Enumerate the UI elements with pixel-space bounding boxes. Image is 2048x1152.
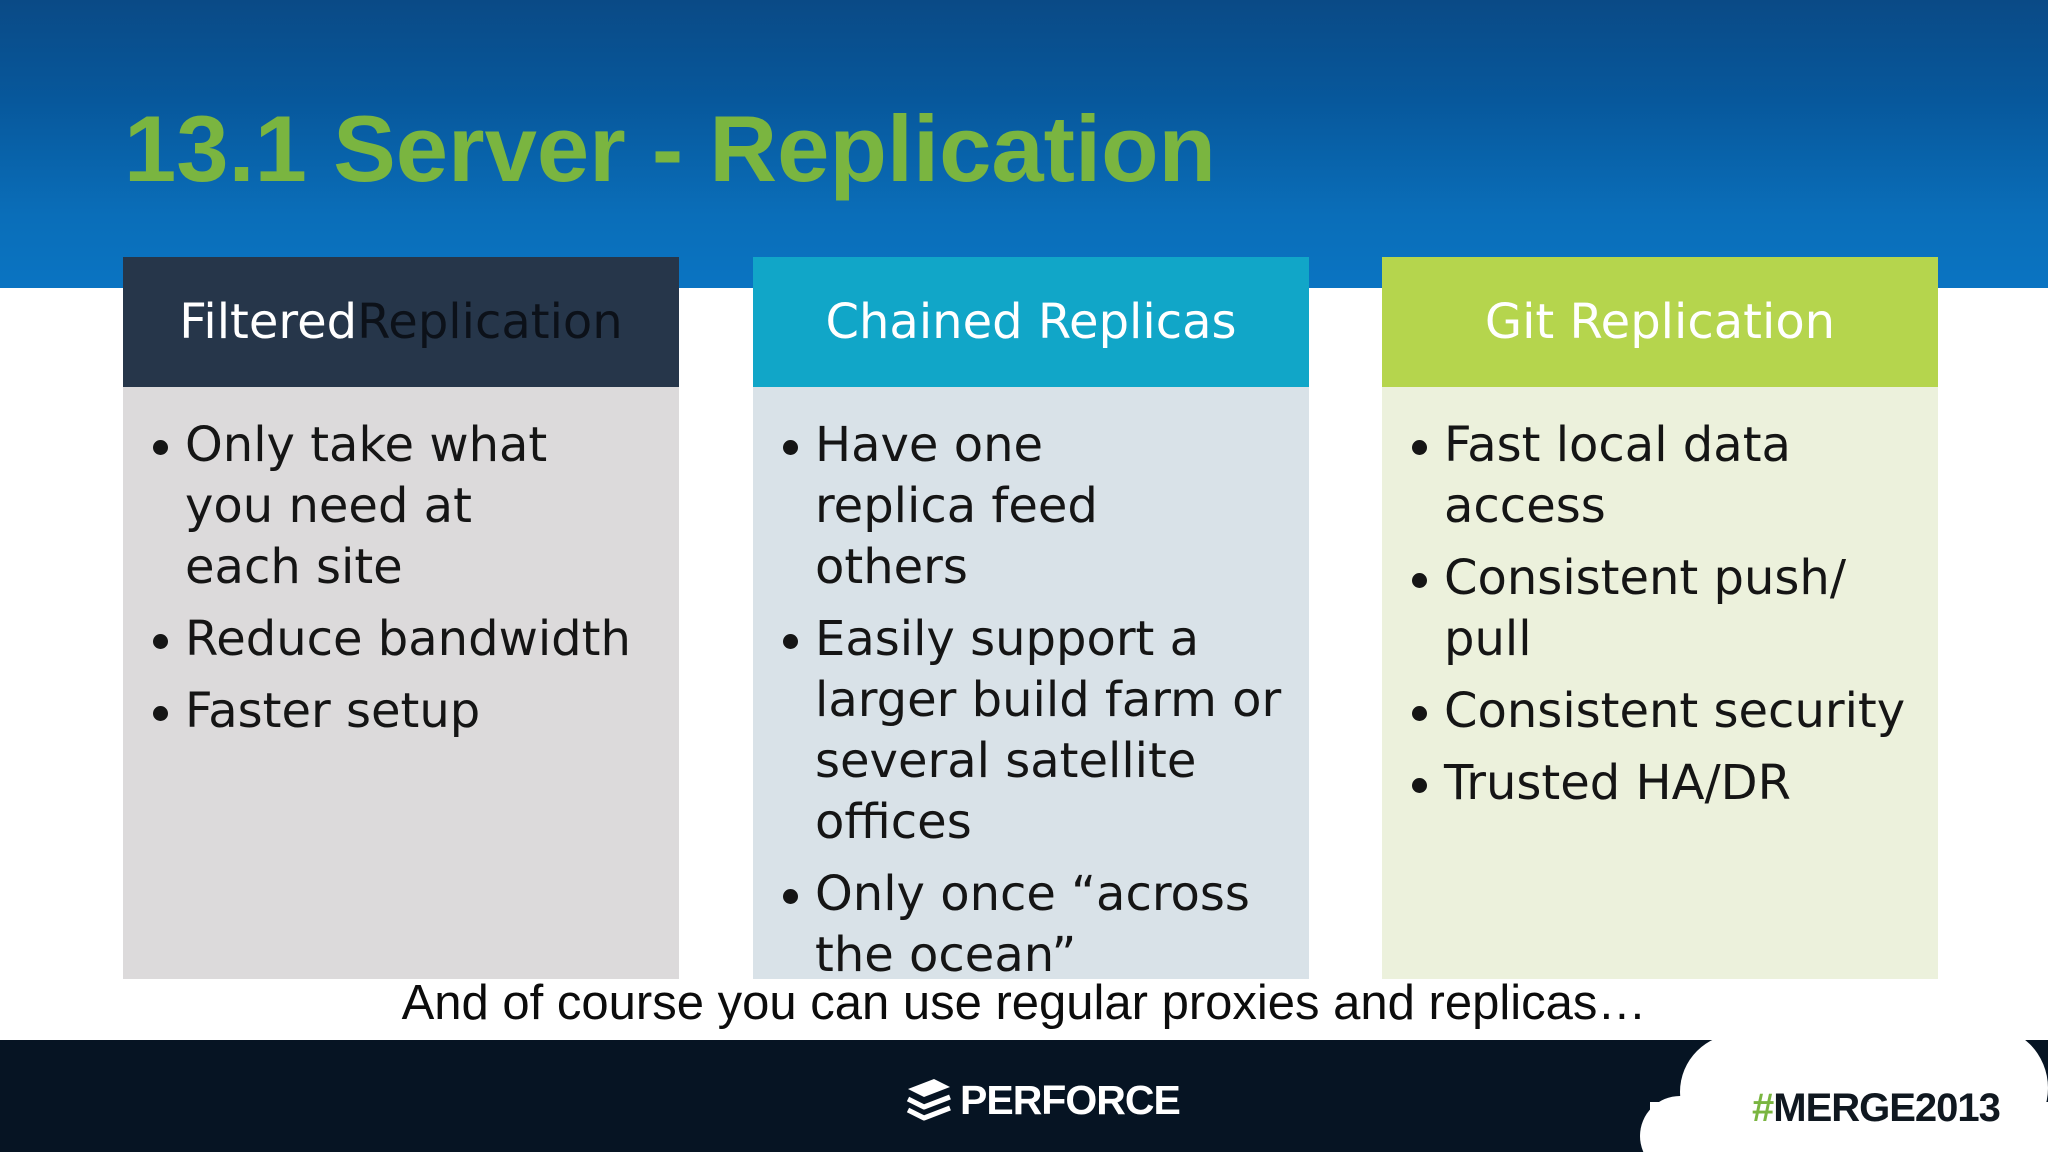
logo-text: PERFORCE [960, 1076, 1181, 1123]
bullet-item: Only once “across the ocean” [781, 864, 1275, 986]
merge2013-hashtag: #MERGE2013 [1752, 1086, 2001, 1131]
bullet-item: Have one replica feed others [781, 415, 1215, 598]
column-header-label-dark: Replication [357, 294, 623, 350]
bullet-text: Only take what you need at each site [185, 417, 548, 595]
bullet-item: Consistent push/ pull [1410, 548, 1864, 670]
bullet-text: Consistent push/ pull [1444, 550, 1846, 667]
column-body: Only take what you need at each site Red… [123, 387, 679, 979]
column-git-replication: Git Replication Fast local data access C… [1382, 257, 1938, 979]
column-header-label: Filtered [179, 294, 358, 350]
slide-title: 13.1 Server - Replication [124, 96, 1216, 201]
bullet-item: Trusted HA/DR [1410, 753, 1918, 814]
bullet-text: Fast local data access [1444, 417, 1791, 534]
bullet-text: Only once “across the ocean” [815, 866, 1250, 983]
column-chained-replicas: Chained Replicas Have one replica feed o… [753, 257, 1309, 983]
slide-caption: And of course you can use regular proxie… [401, 976, 1647, 1030]
bullet-item: Reduce bandwidth [151, 609, 659, 670]
bullet-text: Consistent security [1444, 683, 1906, 739]
bullet-text: Faster setup [185, 683, 481, 739]
bullet-list: Fast local data access Consistent push/ … [1410, 415, 1918, 814]
column-header: Git Replication [1382, 257, 1938, 387]
bullet-list: Only take what you need at each site Red… [151, 415, 659, 742]
bullet-item: Consistent security [1410, 681, 1964, 742]
bullet-text: Have one replica feed others [815, 417, 1098, 595]
column-filtered-replication: Filtered Replication Only take what you … [123, 257, 679, 979]
bullet-item: Fast local data access [1410, 415, 1804, 537]
column-header: Filtered Replication [123, 257, 679, 387]
perforce-logo: PERFORCE [904, 1076, 1181, 1124]
bullet-text: Easily support a larger build farm or se… [815, 611, 1282, 850]
cloud-shape [1640, 1006, 2048, 1152]
hashtag-text: MERGE2013 [1773, 1086, 2001, 1130]
column-body: Fast local data access Consistent push/ … [1382, 387, 1938, 979]
column-body: Have one replica feed others Easily supp… [753, 387, 1309, 983]
perforce-stack-icon [906, 1079, 951, 1121]
column-header-label: Git Replication [1484, 294, 1836, 350]
column-header: Chained Replicas [753, 257, 1309, 387]
bullet-item: Faster setup [151, 681, 659, 742]
bullet-list: Have one replica feed others Easily supp… [781, 415, 1289, 986]
column-header-label: Chained Replicas [825, 294, 1237, 350]
bullet-text: Reduce bandwidth [185, 611, 631, 667]
bullet-item: Easily support a larger build farm or se… [781, 609, 1295, 853]
title-banner [0, 0, 2048, 288]
bullet-text: Trusted HA/DR [1444, 755, 1791, 811]
bullet-item: Only take what you need at each site [151, 415, 595, 598]
hashtag-symbol: # [1752, 1086, 1774, 1130]
